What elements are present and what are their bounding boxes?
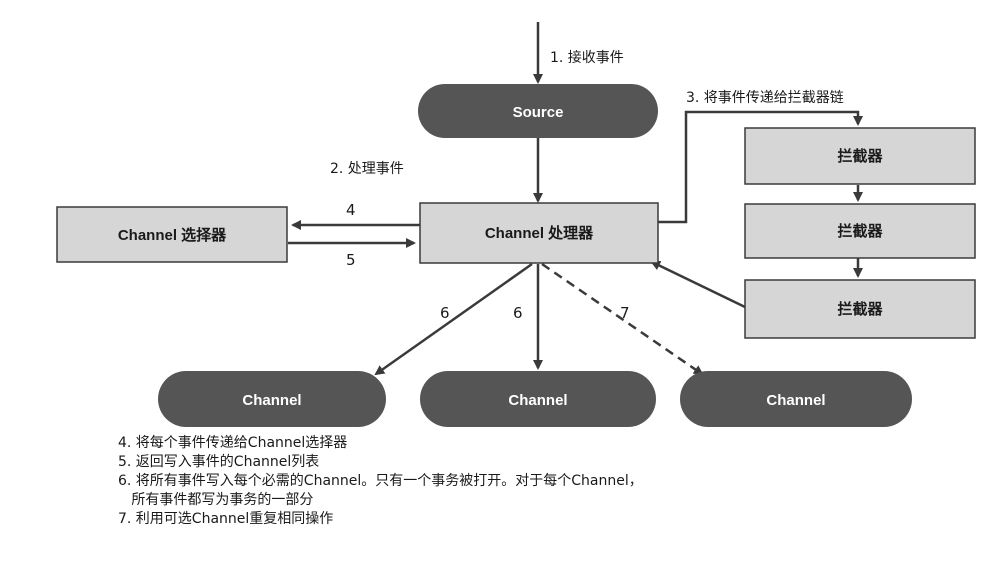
interceptor-node-1: 拦截器 bbox=[744, 127, 976, 185]
label-step3: 3. 将事件传递给拦截器链 bbox=[686, 90, 844, 106]
label-step5: 5 bbox=[346, 251, 356, 269]
notes-list: 4. 将每个事件传递给Channel选择器 5. 返回写入事件的Channel列… bbox=[118, 434, 978, 529]
channel-processor-label: Channel 处理器 bbox=[485, 224, 594, 242]
label-step2: 2. 处理事件 bbox=[330, 161, 404, 177]
interceptor-3-label: 拦截器 bbox=[837, 300, 883, 318]
channel-node-1: Channel bbox=[158, 371, 386, 427]
interceptor-2-label: 拦截器 bbox=[837, 222, 883, 240]
note-6: 6. 将所有事件写入每个必需的Channel。只有一个事务被打开。对于每个Cha… bbox=[118, 473, 643, 489]
source-node: Source bbox=[418, 84, 658, 138]
edge-interceptor-return bbox=[650, 260, 746, 309]
note-5: 5. 返回写入事件的Channel列表 bbox=[118, 454, 320, 470]
channel-2-label: Channel bbox=[508, 392, 567, 409]
edge-step6-channel-1 bbox=[374, 262, 533, 376]
label-step6b: 6 bbox=[513, 304, 523, 322]
channel-processor-node: Channel 处理器 bbox=[419, 202, 659, 264]
channel-node-3: Channel bbox=[680, 371, 912, 427]
edges bbox=[288, 22, 863, 376]
edge-to-interceptor-chain bbox=[658, 110, 863, 224]
label-step1: 1. 接收事件 bbox=[550, 49, 624, 66]
interceptor-node-3: 拦截器 bbox=[744, 279, 976, 339]
interceptor-1-label: 拦截器 bbox=[837, 147, 883, 165]
label-step6a: 6 bbox=[440, 304, 450, 322]
note-4: 4. 将每个事件传递给Channel选择器 bbox=[118, 435, 348, 451]
label-step4: 4 bbox=[346, 201, 356, 219]
diagram-canvas: Source Channel 处理器 Channel 选择器 拦截器 拦截器 拦… bbox=[56, 22, 976, 427]
channel-3-label: Channel bbox=[766, 392, 825, 409]
channel-1-label: Channel bbox=[242, 392, 301, 409]
edge-step7-channel-3 bbox=[541, 262, 704, 376]
channel-selector-label: Channel 选择器 bbox=[118, 226, 227, 244]
note-7: 7. 利用可选Channel重复相同操作 bbox=[118, 511, 334, 527]
interceptor-node-2: 拦截器 bbox=[744, 203, 976, 259]
source-label: Source bbox=[513, 104, 564, 121]
label-step7: 7 bbox=[620, 304, 630, 322]
note-6-continued: 所有事件都写为事务的一部分 bbox=[118, 492, 314, 508]
channel-node-2: Channel bbox=[420, 371, 656, 427]
channel-selector-node: Channel 选择器 bbox=[56, 206, 288, 263]
